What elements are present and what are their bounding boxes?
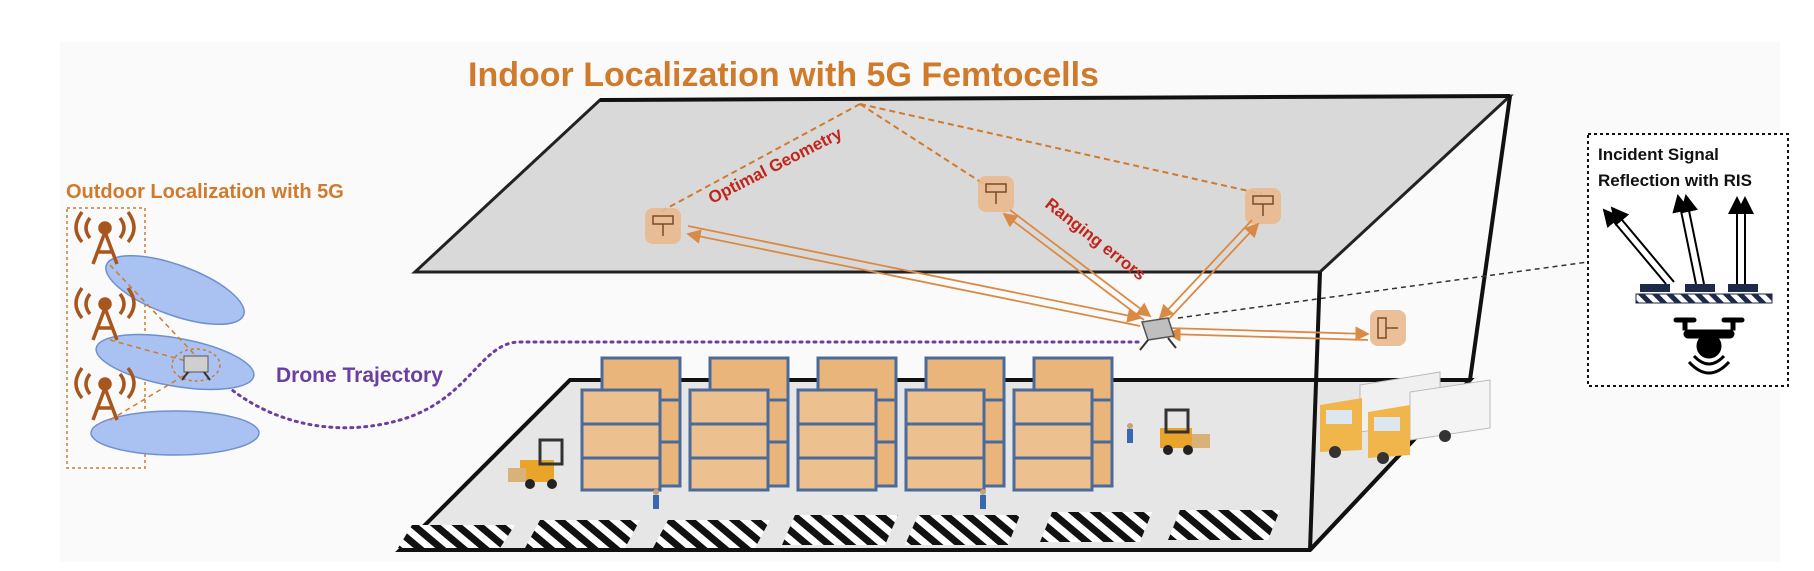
outdoor-label: Outdoor Localization with 5G (66, 181, 344, 203)
cell-tower-icon (74, 286, 136, 341)
femtocell-icon (1370, 310, 1406, 346)
ris-inset-line2: Reflection with RIS (1598, 171, 1752, 190)
warehouse-ceiling (411, 94, 1514, 274)
ris-inset-box (1587, 133, 1789, 387)
geometry-lines (659, 103, 1263, 213)
rack-group (580, 356, 682, 492)
femtocell-icon (645, 208, 681, 244)
floor-markings (398, 510, 1280, 548)
worker-icon (653, 489, 659, 509)
cell-tower-icon (74, 366, 136, 421)
femtocell-icon (1245, 188, 1281, 224)
ris-inset-line1: Incident Signal (1598, 145, 1719, 164)
cell-tower-icon (74, 210, 136, 265)
ris-inset: Incident Signal Reflection with RIS (1587, 133, 1789, 387)
drone-trajectory-label: Drone Trajectory (276, 364, 443, 387)
forklift-icon (1160, 408, 1210, 455)
drone-icon (1673, 317, 1745, 375)
storage-racks (580, 356, 1114, 492)
drone-trajectory-path (213, 340, 1140, 430)
inset-connector (1177, 261, 1589, 319)
forklift-icon (508, 438, 564, 489)
diagram-title: Indoor Localization with 5G Femtocells (468, 56, 1099, 94)
truck-icon (1368, 379, 1491, 464)
worker-icon (1127, 423, 1133, 443)
ranging-arrows (686, 209, 1370, 342)
outdoor-links (109, 264, 196, 421)
outdoor-drone-icon (171, 348, 221, 382)
drone-icon (1139, 317, 1177, 351)
ris-panel-icon (1635, 284, 1773, 304)
outdoor-towers-box (66, 207, 146, 469)
femtocell-icon (978, 176, 1014, 212)
worker-icon (980, 489, 986, 509)
cell-coverage (90, 254, 260, 456)
